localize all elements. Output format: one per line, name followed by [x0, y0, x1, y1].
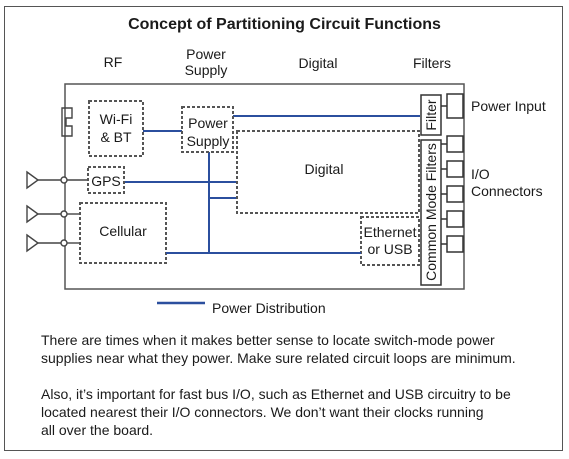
paragraph-2-line3: all over the board. — [41, 422, 154, 438]
rf-port-icon — [26, 204, 40, 224]
rf-ports — [26, 170, 68, 253]
io-connector-pin — [446, 185, 464, 203]
io-connector-pin — [446, 235, 464, 253]
paragraph-1-line1: There are times when it makes better sen… — [41, 332, 495, 348]
io-connector-pin — [446, 160, 464, 178]
column-header-power-supply-line1: Power — [186, 46, 226, 62]
common-mode-filters-label: Common Mode Filters — [423, 143, 439, 281]
paragraph-2-line2: located nearest their I/O connectors. We… — [41, 404, 484, 420]
paragraph-2: Also, it’s important for fast bus I/O, s… — [41, 385, 511, 439]
io-connectors-label-line2: Connectors — [471, 183, 543, 199]
figure-title: Concept of Partitioning Circuit Function… — [128, 16, 441, 33]
cellular-label: Cellular — [99, 223, 147, 239]
figure-frame — [4, 6, 563, 451]
power-input-label: Power Input — [471, 98, 546, 114]
io-connector-pin — [446, 135, 464, 153]
power-input-connector — [446, 93, 464, 119]
gps-label: GPS — [91, 173, 121, 189]
io-connectors-label-line1: I/O — [471, 166, 490, 182]
digital-label: Digital — [305, 161, 344, 177]
power-supply-block — [181, 106, 234, 153]
common-mode-filters-block — [420, 139, 442, 286]
wifi-bt-label-line2: & BT — [100, 129, 132, 145]
paragraph-2-line1: Also, it’s important for fast bus I/O, s… — [41, 386, 511, 402]
column-header-power-supply: Power Supply — [176, 46, 236, 78]
wifi-bt-label-line1: Wi-Fi — [100, 111, 133, 127]
paragraph-1: There are times when it makes better sen… — [41, 331, 516, 367]
rf-port-icon — [26, 170, 40, 190]
wifi-bt-block — [88, 100, 144, 157]
board-outline — [64, 83, 465, 290]
ethernet-usb-block — [360, 216, 420, 266]
io-connector-pin — [446, 210, 464, 228]
antenna-icon — [61, 107, 73, 137]
column-header-digital: Digital — [298, 55, 338, 71]
gps-block — [87, 166, 125, 194]
digital-block — [236, 130, 420, 214]
connector-pins — [446, 93, 464, 253]
paragraph-1-line2: supplies near what they power. Make sure… — [41, 350, 516, 366]
legend-label: Power Distribution — [212, 300, 326, 316]
power-supply-label-line1: Power — [188, 115, 228, 131]
power-supply-label-line2: Supply — [187, 133, 230, 149]
filter-block — [420, 94, 442, 136]
column-header-rf: RF — [103, 54, 123, 70]
column-header-power-supply-line2: Supply — [184, 62, 228, 78]
column-header-filters: Filters — [412, 55, 452, 71]
ethernet-usb-label-line2: or USB — [367, 241, 412, 257]
ethernet-usb-label-line1: Ethernet — [364, 224, 417, 240]
cellular-block — [79, 202, 167, 264]
rf-port-icon — [26, 233, 40, 253]
filter-label: Filter — [423, 99, 439, 130]
